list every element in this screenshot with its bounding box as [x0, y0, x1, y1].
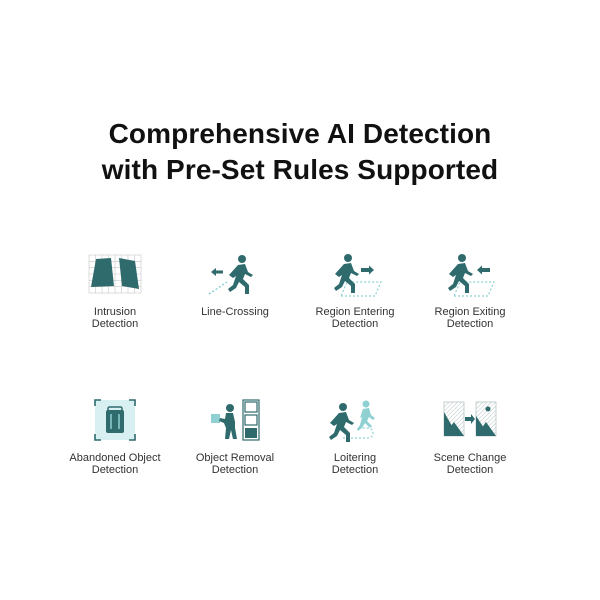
- feature-object-removal: Object Removal Detection: [180, 398, 290, 476]
- feature-label-line-1: Abandoned Object: [69, 452, 161, 464]
- page-heading: Comprehensive AI Detection with Pre-Set …: [0, 116, 600, 188]
- page-title-line-2: with Pre-Set Rules Supported: [101, 154, 499, 185]
- feature-label-line-1: Line-Crossing: [201, 306, 269, 318]
- feature-label-line-2: Detection: [331, 464, 379, 476]
- loitering-icon: [329, 400, 375, 442]
- line-crossing-icon: [208, 255, 253, 295]
- feature-loitering: Loitering Detection: [300, 398, 410, 476]
- feature-label-line-1: Region Exiting: [434, 306, 506, 318]
- abandoned-object-icon: [94, 399, 136, 441]
- feature-label-line-2: Detection: [91, 318, 139, 330]
- region-exiting-icon: [448, 254, 495, 297]
- feature-label-line-2: Detection: [91, 464, 139, 476]
- feature-abandoned-object: Abandoned Object Detection: [60, 398, 170, 476]
- feature-label-line-1: Loitering: [333, 452, 377, 464]
- feature-region-entering: Region Entering Detection: [300, 252, 410, 330]
- features-grid: Intrusion Detection Line-Crossing Region…: [60, 252, 530, 492]
- region-entering-icon: [334, 254, 382, 297]
- feature-label-line-1: Region Entering: [315, 306, 395, 318]
- intrusion-detection-icon: [88, 254, 142, 294]
- feature-region-exiting: Region Exiting Detection: [415, 252, 525, 330]
- feature-scene-change: Scene Change Detection: [415, 398, 525, 476]
- feature-label-line-2: Detection: [446, 464, 494, 476]
- feature-label-line-1: Object Removal: [195, 452, 275, 464]
- feature-line-crossing: Line-Crossing: [180, 252, 290, 318]
- feature-intrusion-detection: Intrusion Detection: [60, 252, 170, 330]
- scene-change-icon: [443, 401, 497, 437]
- page-title-line-1: Comprehensive AI Detection: [108, 118, 492, 149]
- feature-label-line-2: Detection: [331, 318, 379, 330]
- feature-label-line-1: Intrusion: [93, 306, 137, 318]
- object-removal-icon: [211, 399, 260, 441]
- feature-label-line-2: Detection: [211, 464, 259, 476]
- feature-label-line-2: Detection: [446, 318, 494, 330]
- feature-label-line-1: Scene Change: [433, 452, 507, 464]
